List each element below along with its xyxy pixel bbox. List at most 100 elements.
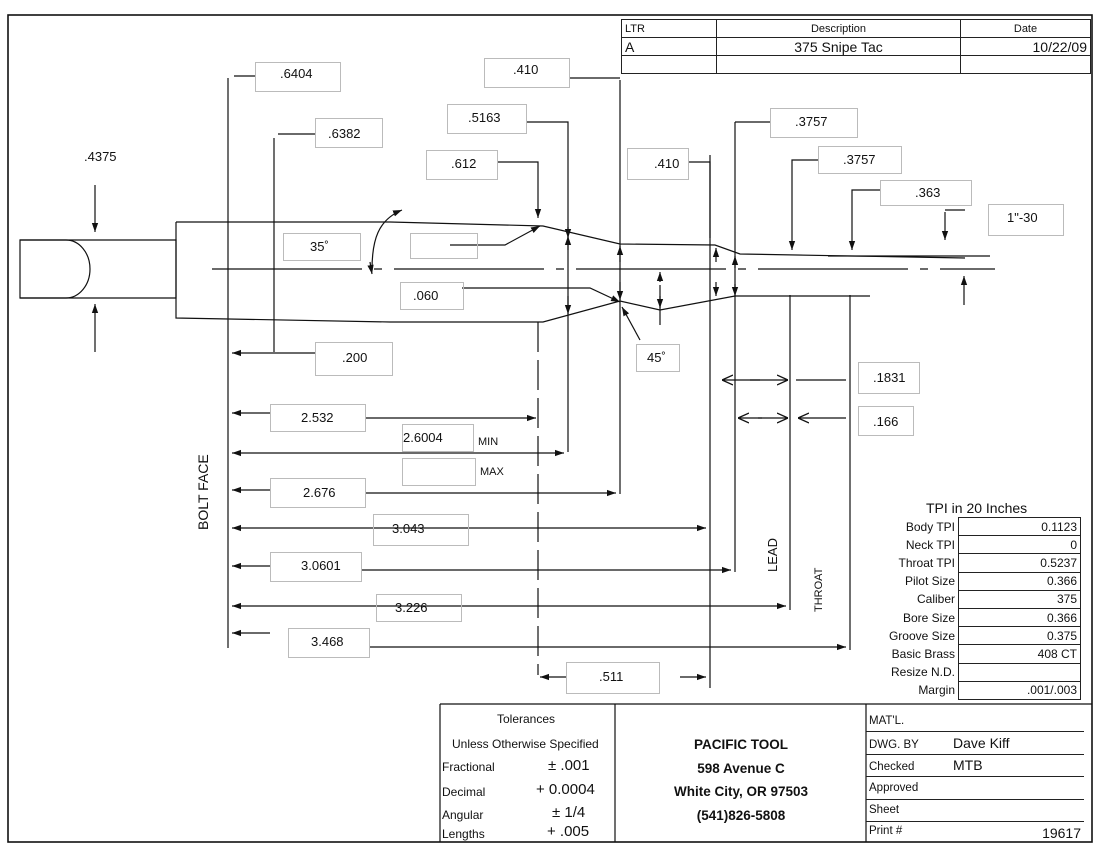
revision-row <box>621 55 1091 74</box>
revision-block: LTR Description Date A 375 Snipe Tac 10/… <box>621 19 1091 74</box>
tolerance-label: Decimal <box>442 785 486 799</box>
dim-3468: 3.468 <box>288 628 370 658</box>
dim-1831: .1831 <box>858 362 920 394</box>
print-label: Print # <box>869 824 903 837</box>
tpi-value: 408 CT <box>958 644 1081 664</box>
tpi-title: TPI in 20 Inches <box>926 500 1028 516</box>
title-block: MAT'L. DWG. BY Dave Kiff Checked MTB Appro… <box>866 710 1084 844</box>
print-value: 19617 <box>1042 824 1081 841</box>
dim-3757-a: .3757 <box>770 108 858 138</box>
tolerance-value: ± .001 <box>548 757 590 774</box>
dim-5163: .5163 <box>447 104 527 134</box>
tpi-label: Neck TPI <box>905 537 955 552</box>
checked-cell: Checked MTB <box>866 753 1084 778</box>
angle-45: 45˚ <box>636 344 680 372</box>
title-block-row: DWG. BY Dave Kiff <box>866 731 1084 755</box>
rev-ltr-header: LTR <box>621 19 717 38</box>
tpi-label: Throat TPI <box>898 555 955 570</box>
max-label: MAX <box>480 466 504 478</box>
tpi-value: 0.5237 <box>958 553 1081 573</box>
approved-label: Approved <box>869 781 919 794</box>
cartridge-head <box>19 239 91 299</box>
rev-description <box>716 55 961 74</box>
bolt-face-label: BOLT FACE <box>195 454 211 530</box>
rev-ltr: A <box>621 37 717 56</box>
drawn-by-value: Dave Kiff <box>953 735 1010 752</box>
checked-value: MTB <box>953 757 983 774</box>
tpi-value: .001/.003 <box>958 680 1081 700</box>
title-block-row: Sheet <box>866 798 1084 822</box>
dim-6404: .6404 <box>255 62 341 92</box>
title-block-row: Print # 19617 <box>866 820 1084 844</box>
revision-row: A 375 Snipe Tac 10/22/09 <box>621 37 1091 56</box>
drawing-border <box>7 14 1093 843</box>
tpi-value: 0.375 <box>958 626 1081 646</box>
tolerances-title: Tolerances <box>497 712 556 726</box>
material-label: MAT'L. <box>866 710 1084 733</box>
sheet-cell: Sheet <box>866 798 1084 822</box>
dim-6382: .6382 <box>315 118 383 148</box>
dim-200: .200 <box>315 342 393 376</box>
lead-label: LEAD <box>765 538 780 572</box>
dim-511: .511 <box>566 662 660 694</box>
tpi-row: Resize N.D. <box>880 662 1081 682</box>
sheet-label: Sheet <box>869 804 900 817</box>
throat-label: THROAT <box>813 567 825 612</box>
dim-26004: 2.6004 <box>402 424 474 452</box>
tpi-value: 0.366 <box>958 607 1081 628</box>
drawn-by-label: DWG. BY <box>869 739 919 752</box>
dim-363: .363 <box>880 180 972 206</box>
title-block-row: Checked MTB <box>866 753 1084 778</box>
tpi-value <box>958 662 1081 682</box>
company-address: 598 Avenue C <box>697 761 785 776</box>
dim-2676: 2.676 <box>270 478 366 508</box>
dim-410-upper: .410 <box>484 58 570 88</box>
tpi-row: Margin.001/.003 <box>880 680 1081 700</box>
dim-3043: 3.043 <box>373 514 469 546</box>
company-phone: (541)826-5808 <box>696 808 786 823</box>
tpi-label: Groove Size <box>888 628 955 643</box>
tpi-label: Caliber <box>916 592 955 607</box>
tpi-label: Basic Brass <box>891 646 955 661</box>
dim-060: .060 <box>400 282 464 310</box>
company-city: White City, OR 97503 <box>673 784 809 799</box>
max-value-box <box>402 458 476 486</box>
dim-3757-b: .3757 <box>818 146 902 174</box>
tpi-value: 0.1123 <box>958 516 1081 537</box>
dim-30601: 3.0601 <box>270 552 362 582</box>
rev-date-header: Date <box>960 19 1091 38</box>
tolerance-label: Fractional <box>442 760 495 774</box>
dim-166: .166 <box>858 406 914 436</box>
dim-612: .612 <box>426 150 498 180</box>
cartridge-body-outline <box>20 239 177 299</box>
chamber-bottom-profile <box>175 222 870 323</box>
tolerance-value: ± 1/4 <box>552 804 586 821</box>
rev-ltr <box>621 55 717 74</box>
tpi-value: 0 <box>958 535 1081 555</box>
checked-label: Checked <box>869 761 915 774</box>
thread-spec: 1"-30 <box>988 204 1064 236</box>
tpi-label: Resize N.D. <box>890 665 955 680</box>
tpi-label: Body TPI <box>905 519 955 534</box>
dim-2532: 2.532 <box>270 404 366 432</box>
rev-description: 375 Snipe Tac <box>716 37 961 56</box>
dim-3226: 3.226 <box>376 594 462 622</box>
company-name: PACIFIC TOOL <box>694 737 788 752</box>
dim-410-neck: .410 <box>627 148 689 180</box>
title-block-row: Approved <box>866 776 1084 800</box>
rev-date <box>960 55 1091 74</box>
drawn-by-cell: DWG. BY Dave Kiff <box>866 731 1084 755</box>
tolerance-label: Lengths <box>442 827 485 841</box>
tolerances-subtitle: Unless Otherwise Specified <box>452 737 599 751</box>
min-label: MIN <box>478 436 499 448</box>
blank-dimension-box <box>410 233 478 259</box>
